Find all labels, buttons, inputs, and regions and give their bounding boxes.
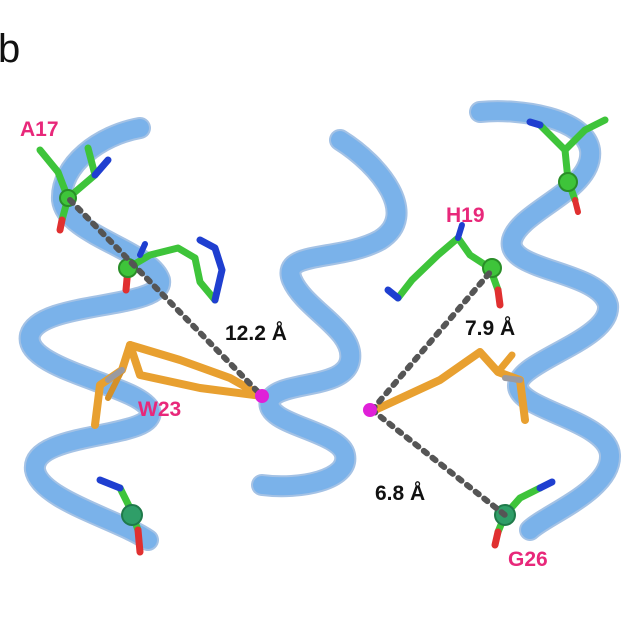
residue-right-top-sticks xyxy=(526,116,609,215)
residue-h19-sticks xyxy=(384,222,504,309)
distance-label-6-8: 6.8 Å xyxy=(375,481,425,505)
distance-label-7-9: 7.9 Å xyxy=(465,316,515,340)
distance-line-w23-g26 xyxy=(369,407,508,518)
anchor-atom-right xyxy=(363,403,377,417)
residue-right-orange-sticks xyxy=(371,348,529,424)
distance-dashes xyxy=(67,197,508,518)
distance-line-a17-w23 xyxy=(67,197,265,399)
residue-left-bottom-sticks xyxy=(96,476,144,556)
distance-label-12-2: 12.2 Å xyxy=(225,321,287,345)
residue-label-g26: G26 xyxy=(508,548,548,571)
panel-label: b xyxy=(0,27,20,71)
middle-helix-ribbon xyxy=(251,129,408,498)
anchor-atom-left xyxy=(255,389,269,403)
residue-left-upper-sticks xyxy=(118,236,226,304)
right-helix-ribbon xyxy=(469,100,621,541)
residue-label-h19: H19 xyxy=(446,204,485,227)
residue-label-w23: W23 xyxy=(138,398,181,421)
residue-w23-sticks xyxy=(91,341,266,429)
residue-a17-sticks xyxy=(36,144,112,234)
distance-line-w23-h19 xyxy=(369,267,495,413)
left-helix-ribbon xyxy=(18,117,171,551)
residue-label-a17: A17 xyxy=(20,118,59,141)
